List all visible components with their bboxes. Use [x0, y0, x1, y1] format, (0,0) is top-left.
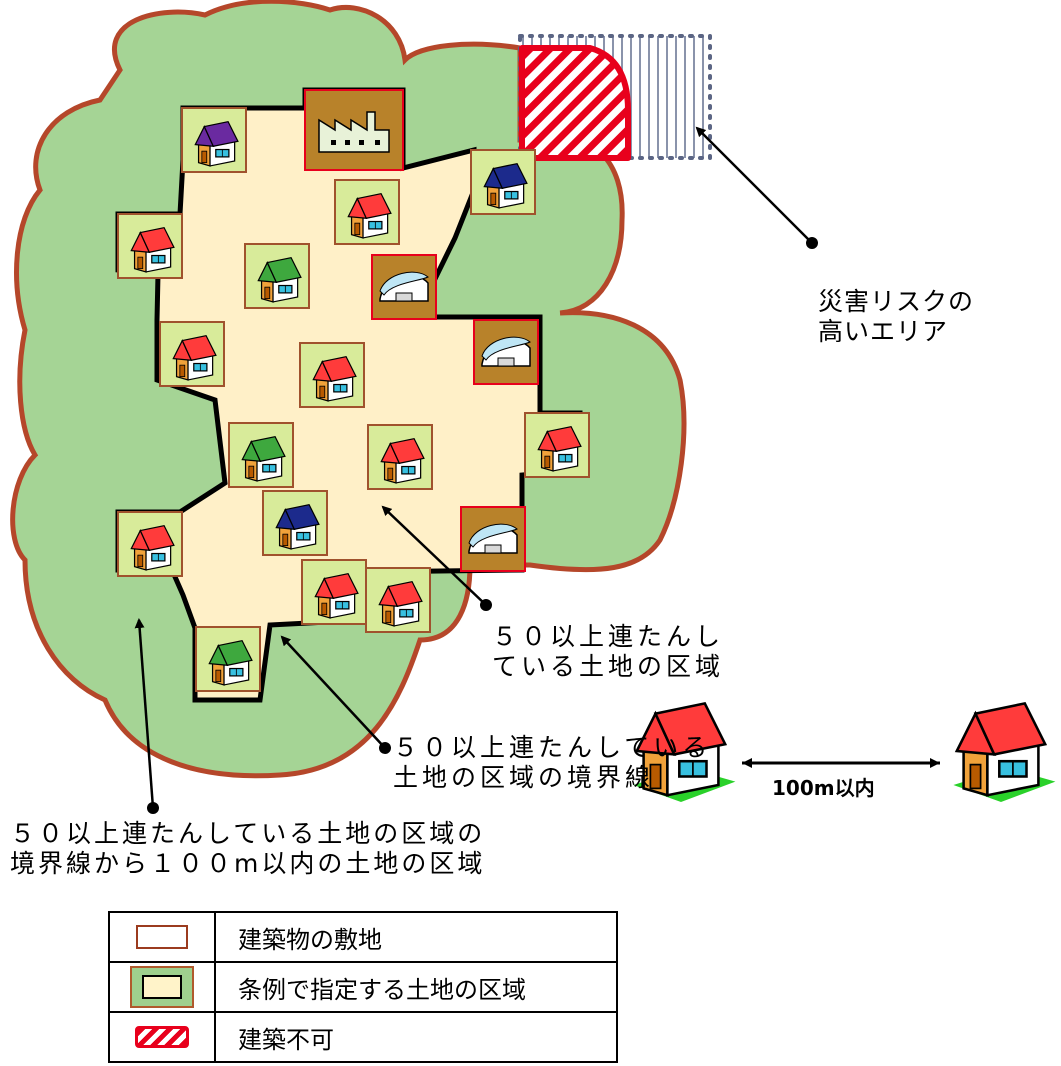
house-icon	[483, 162, 528, 209]
house-parcel	[181, 107, 247, 173]
house-parcel	[299, 342, 365, 408]
house-icon	[257, 256, 302, 303]
example-house-left	[633, 701, 736, 802]
zone-swatch	[130, 966, 194, 1008]
house-parcel	[301, 559, 367, 625]
factory-icon	[318, 111, 390, 153]
house-parcel	[117, 213, 183, 279]
boundary-leader-dot	[379, 742, 391, 754]
site-swatch	[136, 925, 188, 949]
house-parcel	[117, 511, 183, 577]
house-parcel	[262, 490, 328, 556]
house-icon	[537, 425, 582, 472]
risk-label-line1: 災害リスクの	[818, 287, 975, 316]
house-parcel	[470, 149, 536, 215]
no-build-swatch	[135, 1026, 189, 1048]
house-parcel	[228, 422, 294, 488]
connected-area-label: ５０以上連たんし ている土地の区域	[492, 622, 724, 682]
buffer-label-line1: ５０以上連たんしている土地の区域の	[10, 819, 486, 848]
house-parcel	[159, 321, 225, 387]
boundary-leader	[280, 635, 386, 749]
house-icon	[208, 639, 253, 686]
house-icon	[130, 524, 175, 571]
no-build-area	[519, 45, 631, 161]
house-icon	[172, 334, 217, 381]
house-icon	[194, 120, 239, 167]
house-icon	[241, 435, 286, 482]
distance-label: 100m以内	[772, 776, 875, 800]
warehouse-parcel	[473, 319, 539, 385]
warehouse-icon	[379, 271, 429, 302]
risk-leader-dot	[806, 237, 818, 249]
house-parcel	[195, 626, 261, 692]
house-icon	[130, 226, 175, 273]
house-icon	[275, 503, 320, 550]
legend-label-site: 建築物の敷地	[214, 911, 618, 963]
house-icon	[378, 580, 423, 627]
buffer-leader-dot	[147, 802, 159, 814]
risk-label-line2: 高いエリア	[818, 317, 949, 346]
buffer-zone-label: ５０以上連たんしている土地の区域の 境界線から１００m以内の土地の区域	[10, 819, 485, 879]
house-icon	[347, 192, 392, 239]
factory-parcel	[304, 89, 404, 171]
area-label-line2: ている土地の区域	[492, 652, 725, 681]
house-icon	[314, 572, 359, 619]
house-parcel	[244, 243, 310, 309]
house-parcel	[334, 179, 400, 245]
warehouse-icon	[481, 336, 531, 367]
house-icon	[312, 355, 357, 402]
area-label-line1: ５０以上連たんし	[492, 622, 725, 651]
legend-row-zone: 条例で指定する土地の区域	[108, 961, 618, 1013]
buffer-label-line2: 境界線から１００m以内の土地の区域	[10, 849, 486, 878]
warehouse-icon	[468, 523, 518, 554]
risk-area-label: 災害リスクの 高いエリア	[818, 287, 974, 347]
buffer-leader	[134, 618, 155, 809]
boundary-label-line1: ５０以上連たんしている	[393, 733, 712, 762]
legend-row-nobuild: 建築不可	[108, 1011, 618, 1063]
house-parcel	[365, 567, 431, 633]
legend-label-nobuild: 建築不可	[214, 1011, 618, 1063]
risk-leader	[695, 126, 813, 244]
house-parcel	[367, 424, 433, 490]
legend-row-site: 建築物の敷地	[108, 911, 618, 963]
warehouse-parcel	[371, 254, 437, 320]
area-leader	[381, 505, 487, 606]
house-parcel	[524, 412, 590, 478]
boundary-label-line2: 土地の区域の境界線	[393, 763, 655, 792]
warehouse-parcel	[460, 506, 526, 572]
area-leader-dot	[480, 599, 492, 611]
boundary-label: ５０以上連たんしている 土地の区域の境界線	[393, 733, 711, 793]
legend-label-zone: 条例で指定する土地の区域	[214, 961, 618, 1013]
legend: 建築物の敷地 条例で指定する土地の区域 建築不可	[108, 911, 618, 1063]
house-icon	[380, 437, 425, 484]
example-house-right	[953, 701, 1056, 802]
